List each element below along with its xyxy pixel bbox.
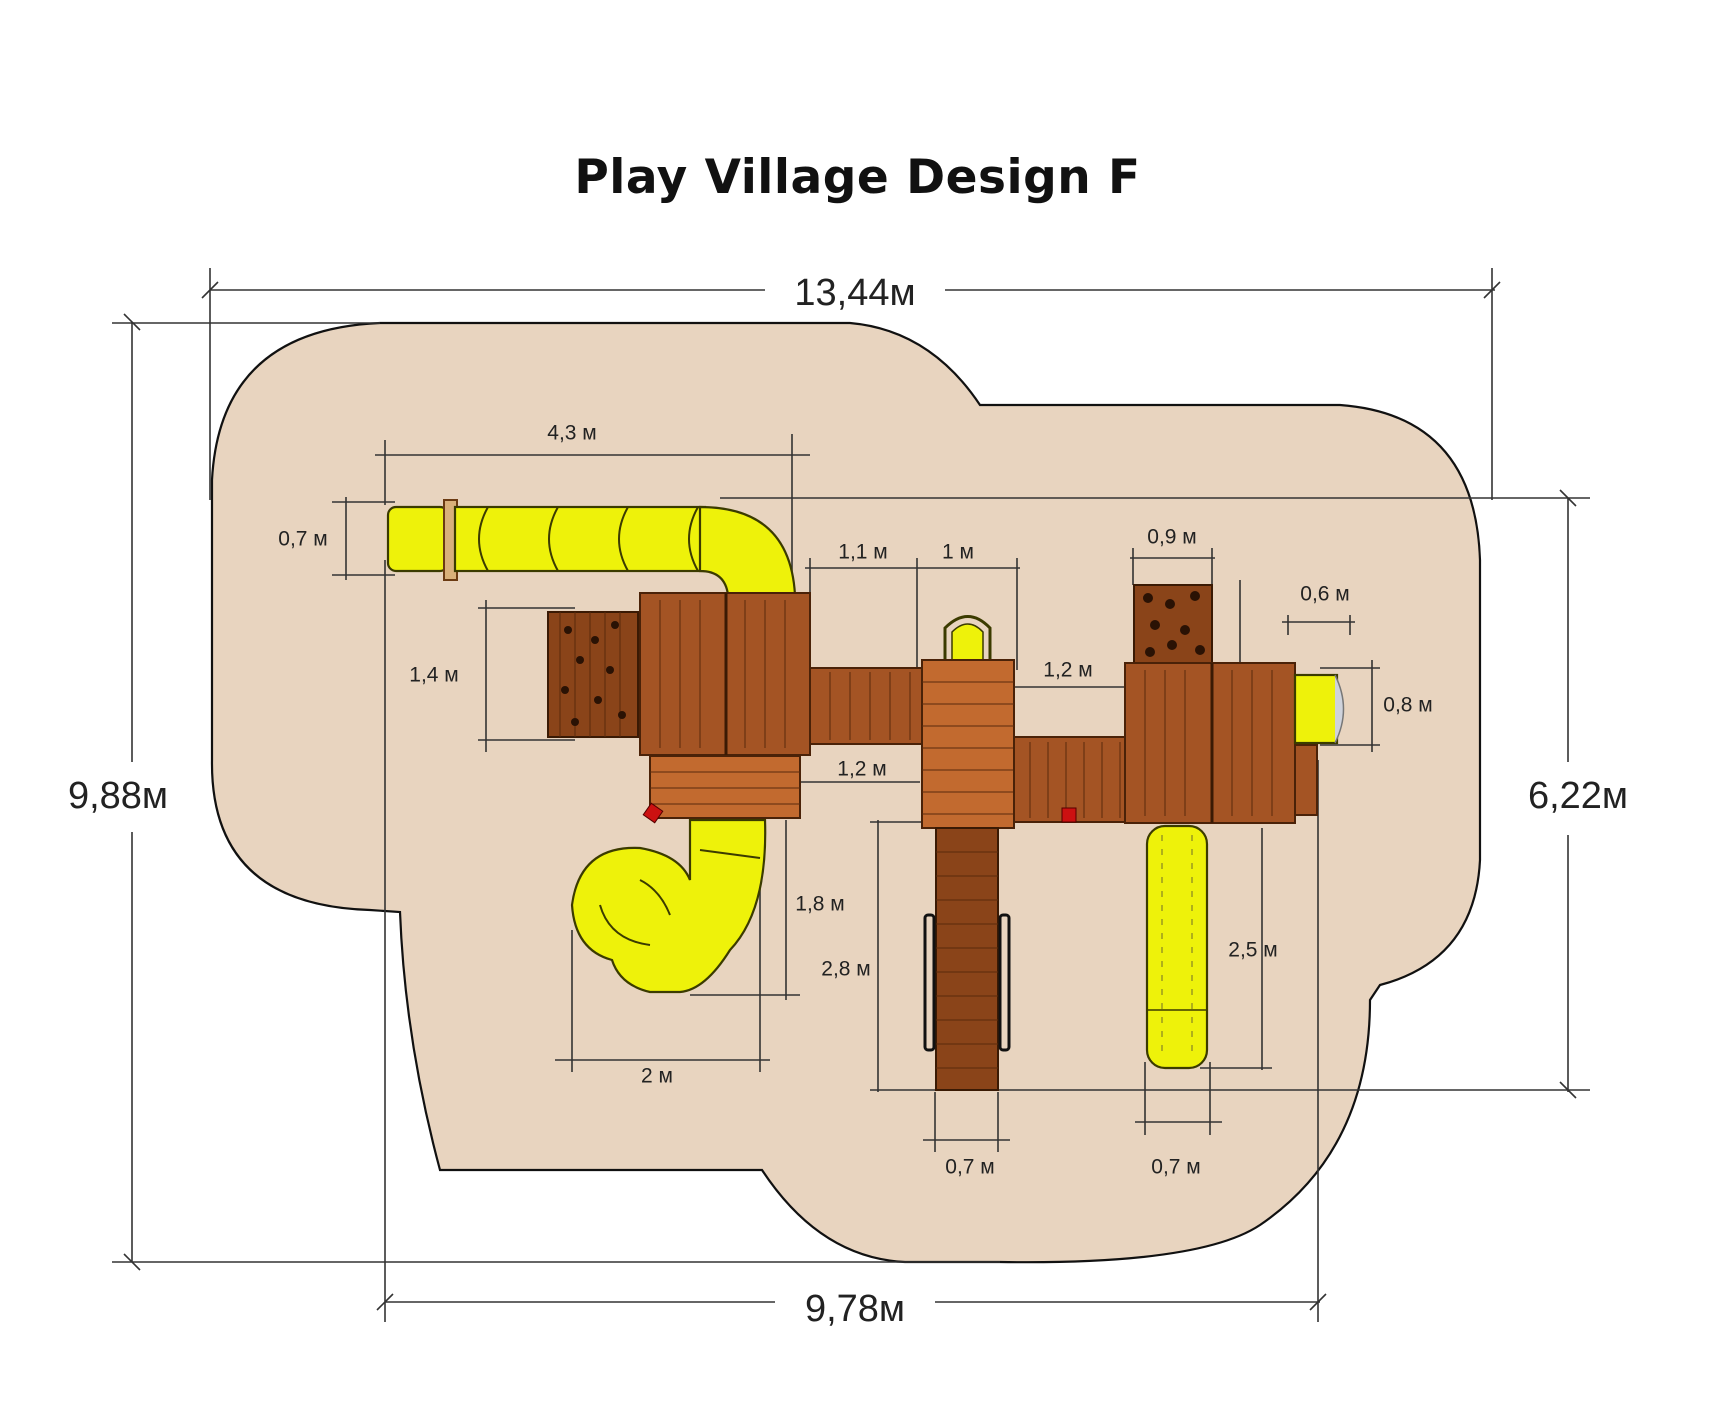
tube-slide-width-label: 0,7 м [278,528,327,551]
bridge-length-label: 1,1 м [838,541,887,564]
dimension-equipment-depth: 6,22м [720,489,1628,1099]
dimension-lower-deck: 1,2 м [800,758,920,783]
dimension-overall-width: 13,44м [201,268,1501,500]
dimension-spiral-depth: 1,8 м [690,820,845,1000]
equipment-width-label: 9,78м [805,1288,905,1330]
dimension-straight-slide-width: 0,7 м [1135,1062,1222,1179]
lower-deck-label: 1,2 м [837,758,886,781]
dimension-ladder-width: 0,7 м [923,1092,1010,1179]
dimension-equipment-width: 9,78м [376,560,1327,1330]
dimension-tunnel-width: 0,6 м [1239,580,1355,665]
middle-tower [921,615,1015,829]
dimension-crawl-bridge: 1,2 м [1015,659,1125,688]
crawl-bridge [1013,736,1135,823]
dimension-tube-slide-width: 0,7 м [278,497,395,580]
climbing-net [547,611,639,738]
dimension-rock-wall: 0,9 м [1130,526,1215,585]
dimension-bridge: 1,1 м 1 м [805,541,1020,670]
rock-wall [1133,584,1213,666]
crawl-bridge-label: 1,2 м [1043,659,1092,682]
spiral-width-label: 2 м [641,1065,673,1088]
tube-slide [386,499,797,597]
tunnel-width-label: 0,6 м [1300,583,1349,606]
ladder-width-label: 0,7 м [945,1156,994,1179]
tower-width-label: 1 м [942,541,974,564]
spiral-depth-label: 1,8 м [795,893,844,916]
dimension-straight-slide-length: 2,5 м [1200,828,1278,1070]
ladder-length-label: 2,8 м [821,958,870,981]
dimension-overall-depth: 9,88м [68,313,1000,1271]
right-tower [1124,662,1318,824]
ladder [923,827,1011,1091]
left-tower [639,592,811,824]
dimension-tunnel-depth: 0,8 м [1320,660,1433,752]
climbing-wall-label: 1,4 м [409,664,458,687]
dimension-climbing-wall: 1,4 м [409,600,575,752]
tube-slide-length-label: 4,3 м [547,422,596,445]
equipment-depth-label: 6,22м [1528,775,1628,817]
spiral-slide [570,818,767,994]
dimension-tube-slide-length: 4,3 м [375,422,810,590]
overall-width-label: 13,44м [794,272,915,314]
straight-slide-length-label: 2,5 м [1228,939,1277,962]
rock-wall-label: 0,9 м [1147,526,1196,549]
tunnel-tube [1293,673,1345,745]
tunnel-depth-label: 0,8 м [1383,694,1432,717]
straight-slide [1145,824,1209,1070]
page-title: Play Village Design F [574,150,1141,205]
straight-slide-width-label: 0,7 м [1151,1156,1200,1179]
overall-depth-label: 9,88м [68,775,168,817]
bridge [809,667,923,745]
